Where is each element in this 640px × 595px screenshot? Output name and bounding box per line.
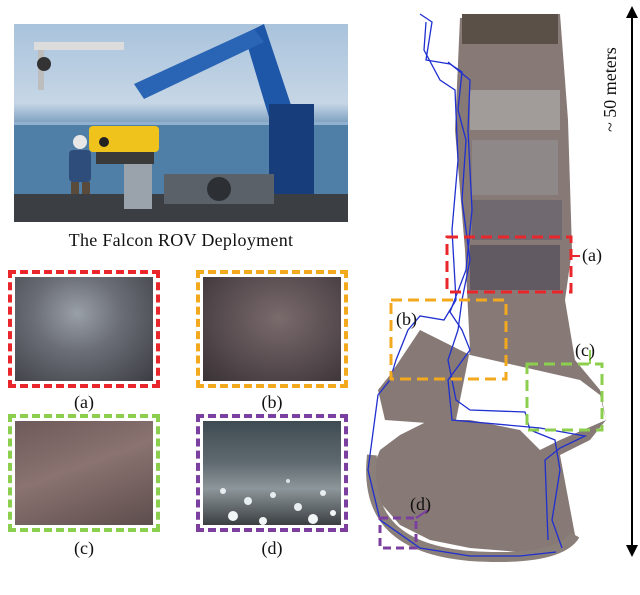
rov-trajectory (367, 13, 588, 557)
rov-deployment-photo (14, 24, 348, 222)
thumbnail-c (8, 414, 160, 532)
thumbnail-a (8, 270, 160, 388)
rov-photo-illustration (14, 24, 348, 222)
region-box-b (389, 298, 508, 381)
map-label-b: (b) (396, 309, 417, 329)
scale-label: ~ 50 meters (600, 47, 620, 133)
thumbnail-label-d: (d) (261, 538, 283, 558)
scale-arrow (626, 6, 638, 557)
thumbnail-d-speckles (220, 479, 336, 525)
thumbnail-b (196, 270, 348, 388)
photo-caption: The Falcon ROV Deployment (68, 230, 294, 250)
region-box-a (445, 235, 573, 294)
thumbnail-d (196, 414, 348, 532)
region-box-d (378, 516, 418, 550)
thumbnail-label-a: (a) (74, 392, 94, 412)
map-label-d: (d) (410, 494, 431, 514)
thumbnail-label-b: (b) (261, 392, 283, 412)
thumbnail-label-c: (c) (74, 538, 94, 558)
map-label-c: (c) (575, 340, 595, 360)
map-label-a: (a) (582, 245, 602, 265)
region-box-c (525, 362, 604, 432)
